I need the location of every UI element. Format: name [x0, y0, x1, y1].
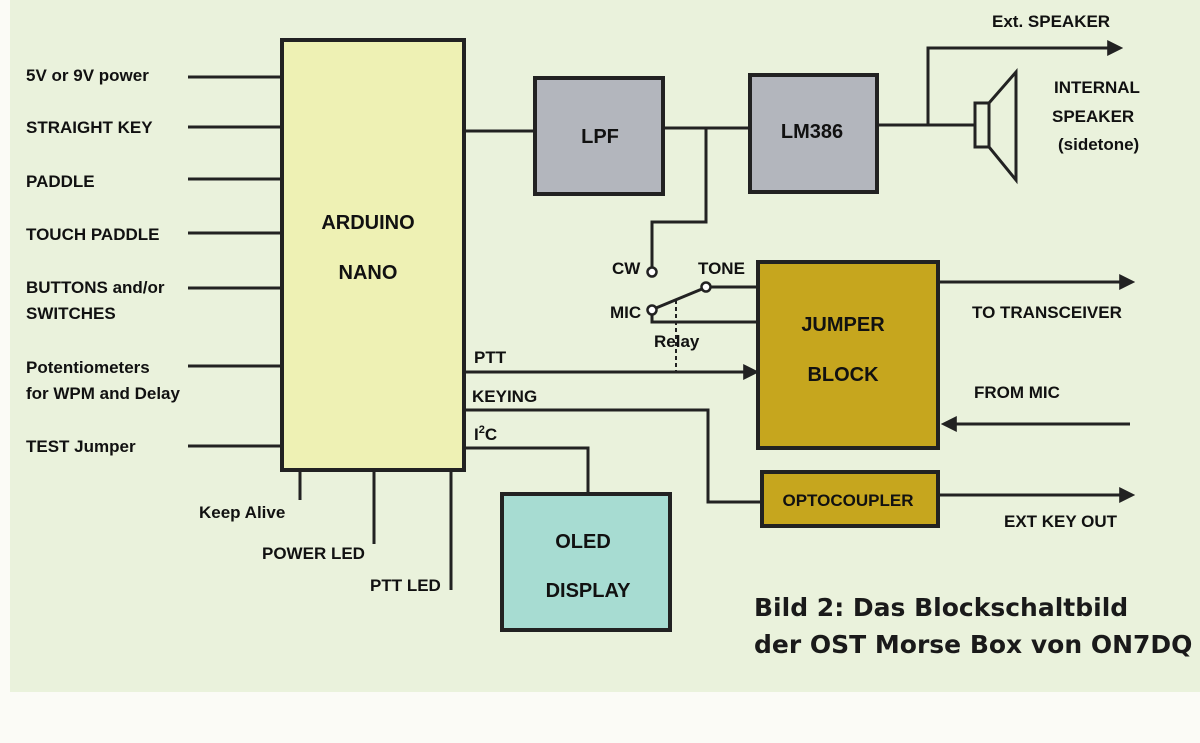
label-relay: Relay — [654, 332, 700, 351]
label-pots-line2: for WPM and Delay — [26, 384, 181, 403]
oled-label-line1: OLED — [555, 531, 611, 553]
label-paddle: PADDLE — [26, 172, 95, 191]
caption-line1: Bild 2: Das Blockschaltbild — [754, 593, 1128, 622]
label-internal-line2: SPEAKER — [1052, 107, 1134, 126]
oled-display-block: OLED DISPLAY — [500, 492, 672, 632]
label-cw: CW — [612, 259, 641, 278]
optocoupler-label: OPTOCOUPLER — [783, 491, 914, 510]
label-power-led: POWER LED — [262, 544, 365, 563]
label-tone: TONE — [698, 259, 745, 278]
label-ext-speaker: Ext. SPEAKER — [992, 12, 1110, 31]
lpf-block: LPF — [533, 76, 665, 196]
jumper-label-line2: BLOCK — [807, 364, 879, 386]
relay-switch — [646, 266, 758, 372]
label-test-jumper: TEST Jumper — [26, 437, 136, 456]
label-ptt: PTT — [474, 348, 507, 367]
label-mic: MIC — [610, 303, 641, 322]
arduino-label-line1: ARDUINO — [321, 212, 414, 234]
label-keying: KEYING — [472, 387, 537, 406]
lpf-label: LPF — [581, 126, 619, 148]
label-pots-line1: Potentiometers — [26, 358, 150, 377]
label-ext-key-out: EXT KEY OUT — [1004, 512, 1118, 531]
wire-audio-to-cw — [650, 128, 708, 268]
label-i2c: I2C — [474, 424, 497, 444]
caption-line2: der OST Morse Box von ON7DQ — [754, 630, 1192, 659]
label-from-mic: FROM MIC — [974, 383, 1060, 402]
oled-label-line2: DISPLAY — [546, 580, 632, 602]
wire-ext-speaker — [926, 40, 1124, 125]
label-internal-line3: (sidetone) — [1058, 135, 1139, 154]
wire-mic-jumper — [650, 314, 758, 324]
jumper-block: JUMPER BLOCK — [756, 260, 940, 450]
label-ptt-led: PTT LED — [370, 576, 441, 595]
arduino-nano-block: ARDUINO NANO — [280, 38, 466, 472]
cw-contact-icon — [646, 266, 658, 278]
arduino-label-line2: NANO — [339, 262, 398, 284]
label-internal-line1: INTERNAL — [1054, 78, 1140, 97]
label-to-transceiver: TO TRANSCEIVER — [972, 303, 1122, 322]
label-keep-alive: Keep Alive — [199, 503, 285, 522]
jumper-label-line1: JUMPER — [801, 314, 885, 336]
optocoupler-block: OPTOCOUPLER — [760, 470, 940, 528]
lm386-label: LM386 — [781, 121, 843, 143]
lm386-block: LM386 — [748, 73, 879, 194]
input-wires — [188, 75, 282, 448]
relay-lever — [655, 287, 703, 310]
mic-contact-icon — [646, 304, 658, 316]
tone-contact-icon — [700, 281, 712, 293]
label-touch-paddle: TOUCH PADDLE — [26, 225, 160, 244]
label-straight-key: STRAIGHT KEY — [26, 118, 153, 137]
label-buttons-line1: BUTTONS and/or — [26, 278, 165, 297]
label-power: 5V or 9V power — [26, 66, 149, 85]
speaker-icon — [973, 67, 1018, 185]
label-buttons-line2: SWITCHES — [26, 304, 116, 323]
wire-keying — [465, 408, 762, 504]
wire-i2c — [465, 446, 590, 494]
